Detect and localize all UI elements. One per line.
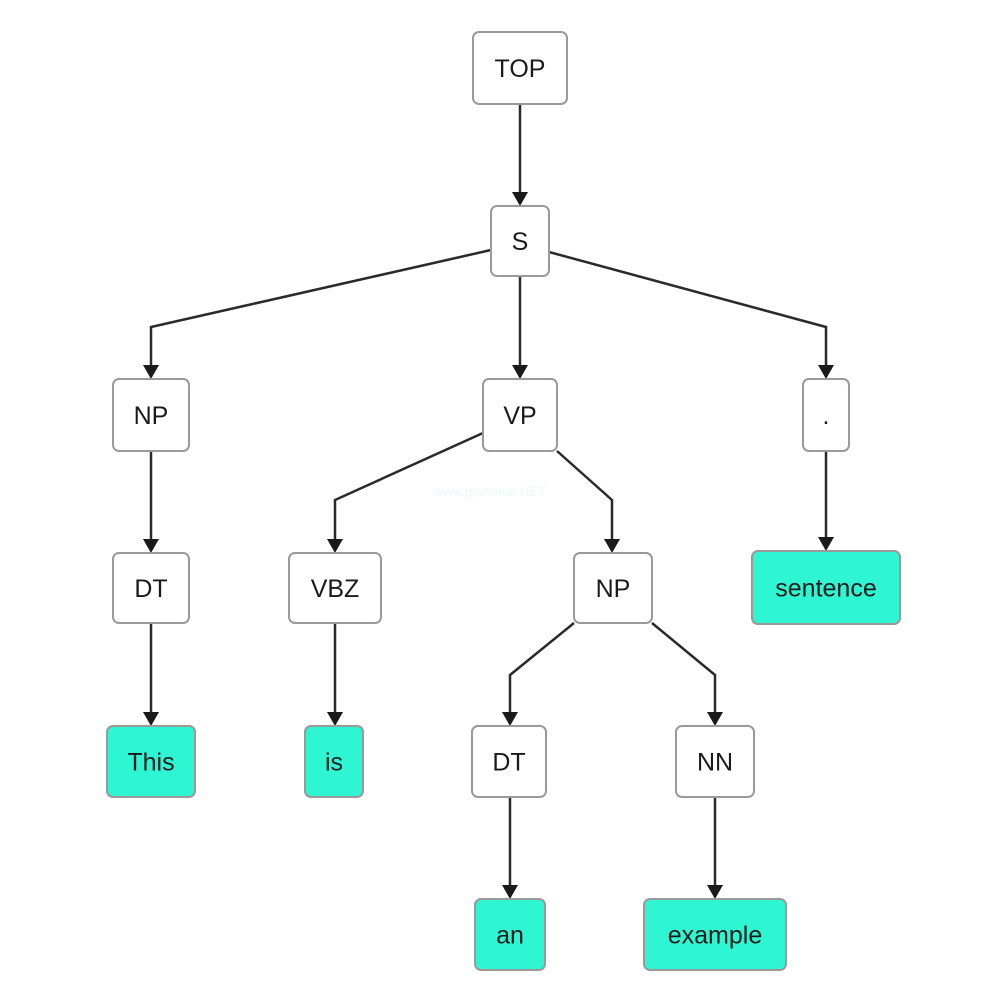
node-label: DT xyxy=(134,575,167,603)
node-label: is xyxy=(325,749,343,777)
category-node-np2: NP xyxy=(573,552,653,624)
edge-s-np1 xyxy=(149,248,492,367)
word-node-w_sentence: sentence xyxy=(751,550,901,625)
edge-vp-np2 xyxy=(556,450,614,541)
category-node-top: TOP xyxy=(472,31,568,105)
node-box xyxy=(675,725,755,798)
arrowhead-dt1-w_this xyxy=(143,712,159,726)
arrowhead-s-vp xyxy=(512,365,528,379)
node-box xyxy=(802,378,850,452)
category-node-dt2: DT xyxy=(471,725,547,798)
node-label: NP xyxy=(596,575,631,603)
node-label: an xyxy=(496,922,524,950)
node-label: VBZ xyxy=(311,575,360,603)
node-label: NP xyxy=(134,402,169,430)
watermark-text: www.grammar.NET xyxy=(433,484,546,499)
category-node-dt1: DT xyxy=(112,552,190,624)
category-node-vp: VP xyxy=(482,378,558,452)
node-label: TOP xyxy=(495,55,546,83)
node-box xyxy=(106,725,196,798)
edge-np2-nn xyxy=(651,622,717,714)
node-label: example xyxy=(668,922,763,950)
edge-np2-dt2 xyxy=(508,622,575,714)
node-label: DT xyxy=(492,749,525,777)
arrowhead-nn-w_example xyxy=(707,885,723,899)
node-box xyxy=(112,552,190,624)
arrowhead-vp-vbz xyxy=(327,539,343,553)
word-node-w_example: example xyxy=(643,898,787,971)
node-box xyxy=(643,898,787,971)
arrowhead-np2-nn xyxy=(707,712,723,726)
edge-vp-vbz xyxy=(333,431,484,541)
arrowhead-np2-dt2 xyxy=(502,712,518,726)
node-box xyxy=(474,898,546,971)
arrowhead-s-np1 xyxy=(143,365,159,379)
category-node-s: S xyxy=(490,205,550,277)
category-node-np1: NP xyxy=(112,378,190,452)
node-label: NN xyxy=(697,749,733,777)
node-label: sentence xyxy=(775,575,876,603)
arrowhead-top-s xyxy=(512,192,528,206)
node-box xyxy=(471,725,547,798)
arrowhead-np1-dt1 xyxy=(143,539,159,553)
category-node-punct: . xyxy=(802,378,850,452)
arrowhead-dt2-w_an xyxy=(502,885,518,899)
arrowhead-vbz-w_is xyxy=(327,712,343,726)
node-box xyxy=(472,31,568,105)
word-node-w_an: an xyxy=(474,898,546,971)
category-node-vbz: VBZ xyxy=(288,552,382,624)
arrowhead-vp-np2 xyxy=(604,539,620,553)
node-box xyxy=(288,552,382,624)
node-box xyxy=(482,378,558,452)
node-box xyxy=(112,378,190,452)
node-box xyxy=(490,205,550,277)
node-box xyxy=(573,552,653,624)
word-node-w_this: This xyxy=(106,725,196,798)
node-label: S xyxy=(512,228,529,256)
node-label: This xyxy=(127,749,174,777)
node-label: . xyxy=(823,402,830,430)
node-label: VP xyxy=(503,402,536,430)
arrowhead-s-punct xyxy=(818,365,834,379)
edge-s-punct xyxy=(548,250,828,367)
edge-layer xyxy=(143,104,834,899)
node-box xyxy=(751,550,901,625)
node-box xyxy=(304,725,364,798)
word-node-w_is: is xyxy=(304,725,364,798)
arrowhead-punct-w_sentence xyxy=(818,537,834,551)
category-node-nn: NN xyxy=(675,725,755,798)
